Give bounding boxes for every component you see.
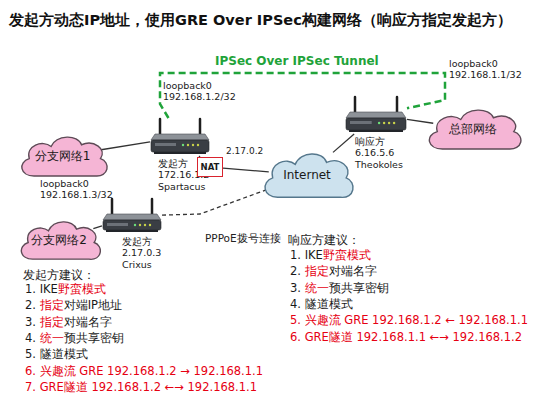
list-heading: 响应方建议： <box>288 233 360 247</box>
node-text: 响应方 6.16.5.6 Theokoles <box>355 136 415 170</box>
text-run: 2. <box>290 264 305 278</box>
interface-label: loopback0 192.168.1.3/32 <box>40 178 115 201</box>
text-run: 发起方建议： <box>23 268 95 282</box>
text-run: 5. 兴趣流 GRE 192.168.1.2 ← 192.168.1.1 <box>290 313 528 327</box>
text-run: 统一 <box>40 331 64 345</box>
text-holder: Internet <box>258 146 356 204</box>
connector-label: IPSec Over IPSec Tunnel <box>215 54 379 68</box>
text-run: 6. 兴趣流 GRE 192.168.1.2 → 192.168.1.1 <box>25 364 263 378</box>
text-run: 6. GRE隧道 192.168.1.1 ←→ 192.168.1.2 <box>290 330 522 344</box>
router-icon <box>150 118 210 156</box>
router-device: 响应方 6.16.5.6 Theokoles <box>345 96 407 134</box>
internet-cloud: Internet <box>258 146 356 204</box>
text-holder: NAT <box>198 158 222 176</box>
diagram-title: 发起方动态IP地址，使用GRE Over IPSec构建网络（响应方指定发起方） <box>9 11 512 30</box>
text-run: 4. 隧道模式 <box>290 297 353 311</box>
network-link <box>100 142 150 150</box>
router-device: 发起方 2.17.0.3 Crixus <box>102 198 162 234</box>
text-run: 统一 <box>305 281 329 295</box>
ipsec-tunnel <box>160 73 445 118</box>
node-text: 总部网络 <box>449 122 497 136</box>
text-run: 1. IKE <box>25 282 58 296</box>
branch-cloud: 分支网络1 <box>15 130 110 182</box>
text-holder: 总部网络 <box>422 103 524 155</box>
connector-label: PPPoE拨号连接 <box>205 232 281 245</box>
list-item: 2. 指定对端IP地址 <box>25 299 122 313</box>
list-item: 3. 统一预共享密钥 <box>290 282 389 296</box>
interface-label: loopback0 192.168.1.2/32 <box>163 80 238 103</box>
interface-label: loopback0 192.168.1.1/32 <box>449 58 529 81</box>
network-link <box>93 226 102 229</box>
text-run: 预共享密钥 <box>329 281 389 295</box>
text-run: 对端名字 <box>329 264 377 278</box>
text-holder: 分支网络2 <box>15 215 103 265</box>
list-heading: 发起方建议： <box>23 268 95 282</box>
list-item: 3. 指定对端名字 <box>25 316 112 330</box>
text-run: 4. <box>25 331 40 345</box>
node-text: 分支网络1 <box>35 149 91 163</box>
text-run: 5. 隧道模式 <box>25 347 88 361</box>
router-icon <box>102 198 162 234</box>
list-item: 2. 指定对端名字 <box>290 265 377 279</box>
hq-cloud: 总部网络 <box>422 103 524 155</box>
node-text: Internet <box>283 168 331 182</box>
list-item: 1. IKE野蛮模式 <box>290 249 371 263</box>
device-caption: 响应方 6.16.5.6 Theokoles <box>355 136 415 170</box>
text-run: 野蛮模式 <box>323 248 371 262</box>
list-item: 6. 兴趣流 GRE 192.168.1.2 → 192.168.1.1 <box>25 365 263 379</box>
text-run: loopback0 192.168.1.3/32 <box>40 178 113 200</box>
text-run: 野蛮模式 <box>58 282 106 296</box>
text-run: 7. GRE隧道 192.168.1.2 ←→ 192.168.1.1 <box>25 380 257 394</box>
text-run: 3. <box>290 281 305 295</box>
connector-label: 2.17.0.2 <box>226 146 263 157</box>
router-device: 发起方 172.16.1.2 Spartacus <box>150 118 210 156</box>
network-link <box>333 134 354 152</box>
list-item: 7. GRE隧道 192.168.1.2 ←→ 192.168.1.1 <box>25 381 257 395</box>
network-link <box>407 119 433 123</box>
branch-cloud: 分支网络2 <box>15 215 103 265</box>
text-run: 指定 <box>305 264 329 278</box>
device-caption: 发起方 2.17.0.3 Crixus <box>122 236 182 270</box>
list-item: 5. 隧道模式 <box>25 348 88 362</box>
text-run: 3. <box>25 315 40 329</box>
text-run: 指定 <box>40 315 64 329</box>
node-text: 分支网络2 <box>31 233 87 247</box>
list-item: 6. GRE隧道 192.168.1.1 ←→ 192.168.1.2 <box>290 331 522 345</box>
nat-box: NAT <box>197 157 223 177</box>
node-text: NAT <box>201 162 220 172</box>
router-icon <box>345 96 407 134</box>
text-run: 对端IP地址 <box>64 298 122 312</box>
text-run: 2. <box>25 298 40 312</box>
list-item: 4. 统一预共享密钥 <box>25 332 124 346</box>
text-run: 预共享密钥 <box>64 331 124 345</box>
list-item: 4. 隧道模式 <box>290 298 353 312</box>
node-text: 发起方 2.17.0.3 Crixus <box>122 236 182 270</box>
text-run: 指定 <box>40 298 64 312</box>
text-run: 对端名字 <box>64 315 112 329</box>
pppoe-link <box>162 189 269 215</box>
text-run: 1. IKE <box>290 248 323 262</box>
text-holder: 分支网络1 <box>15 130 110 182</box>
text-run: 响应方建议： <box>288 233 360 247</box>
list-item: 1. IKE野蛮模式 <box>25 283 106 297</box>
text-run: loopback0 192.168.1.1/32 <box>449 58 522 80</box>
text-run: loopback0 192.168.1.2/32 <box>163 80 236 102</box>
network-link <box>223 168 269 172</box>
list-item: 5. 兴趣流 GRE 192.168.1.2 ← 192.168.1.1 <box>290 314 528 328</box>
